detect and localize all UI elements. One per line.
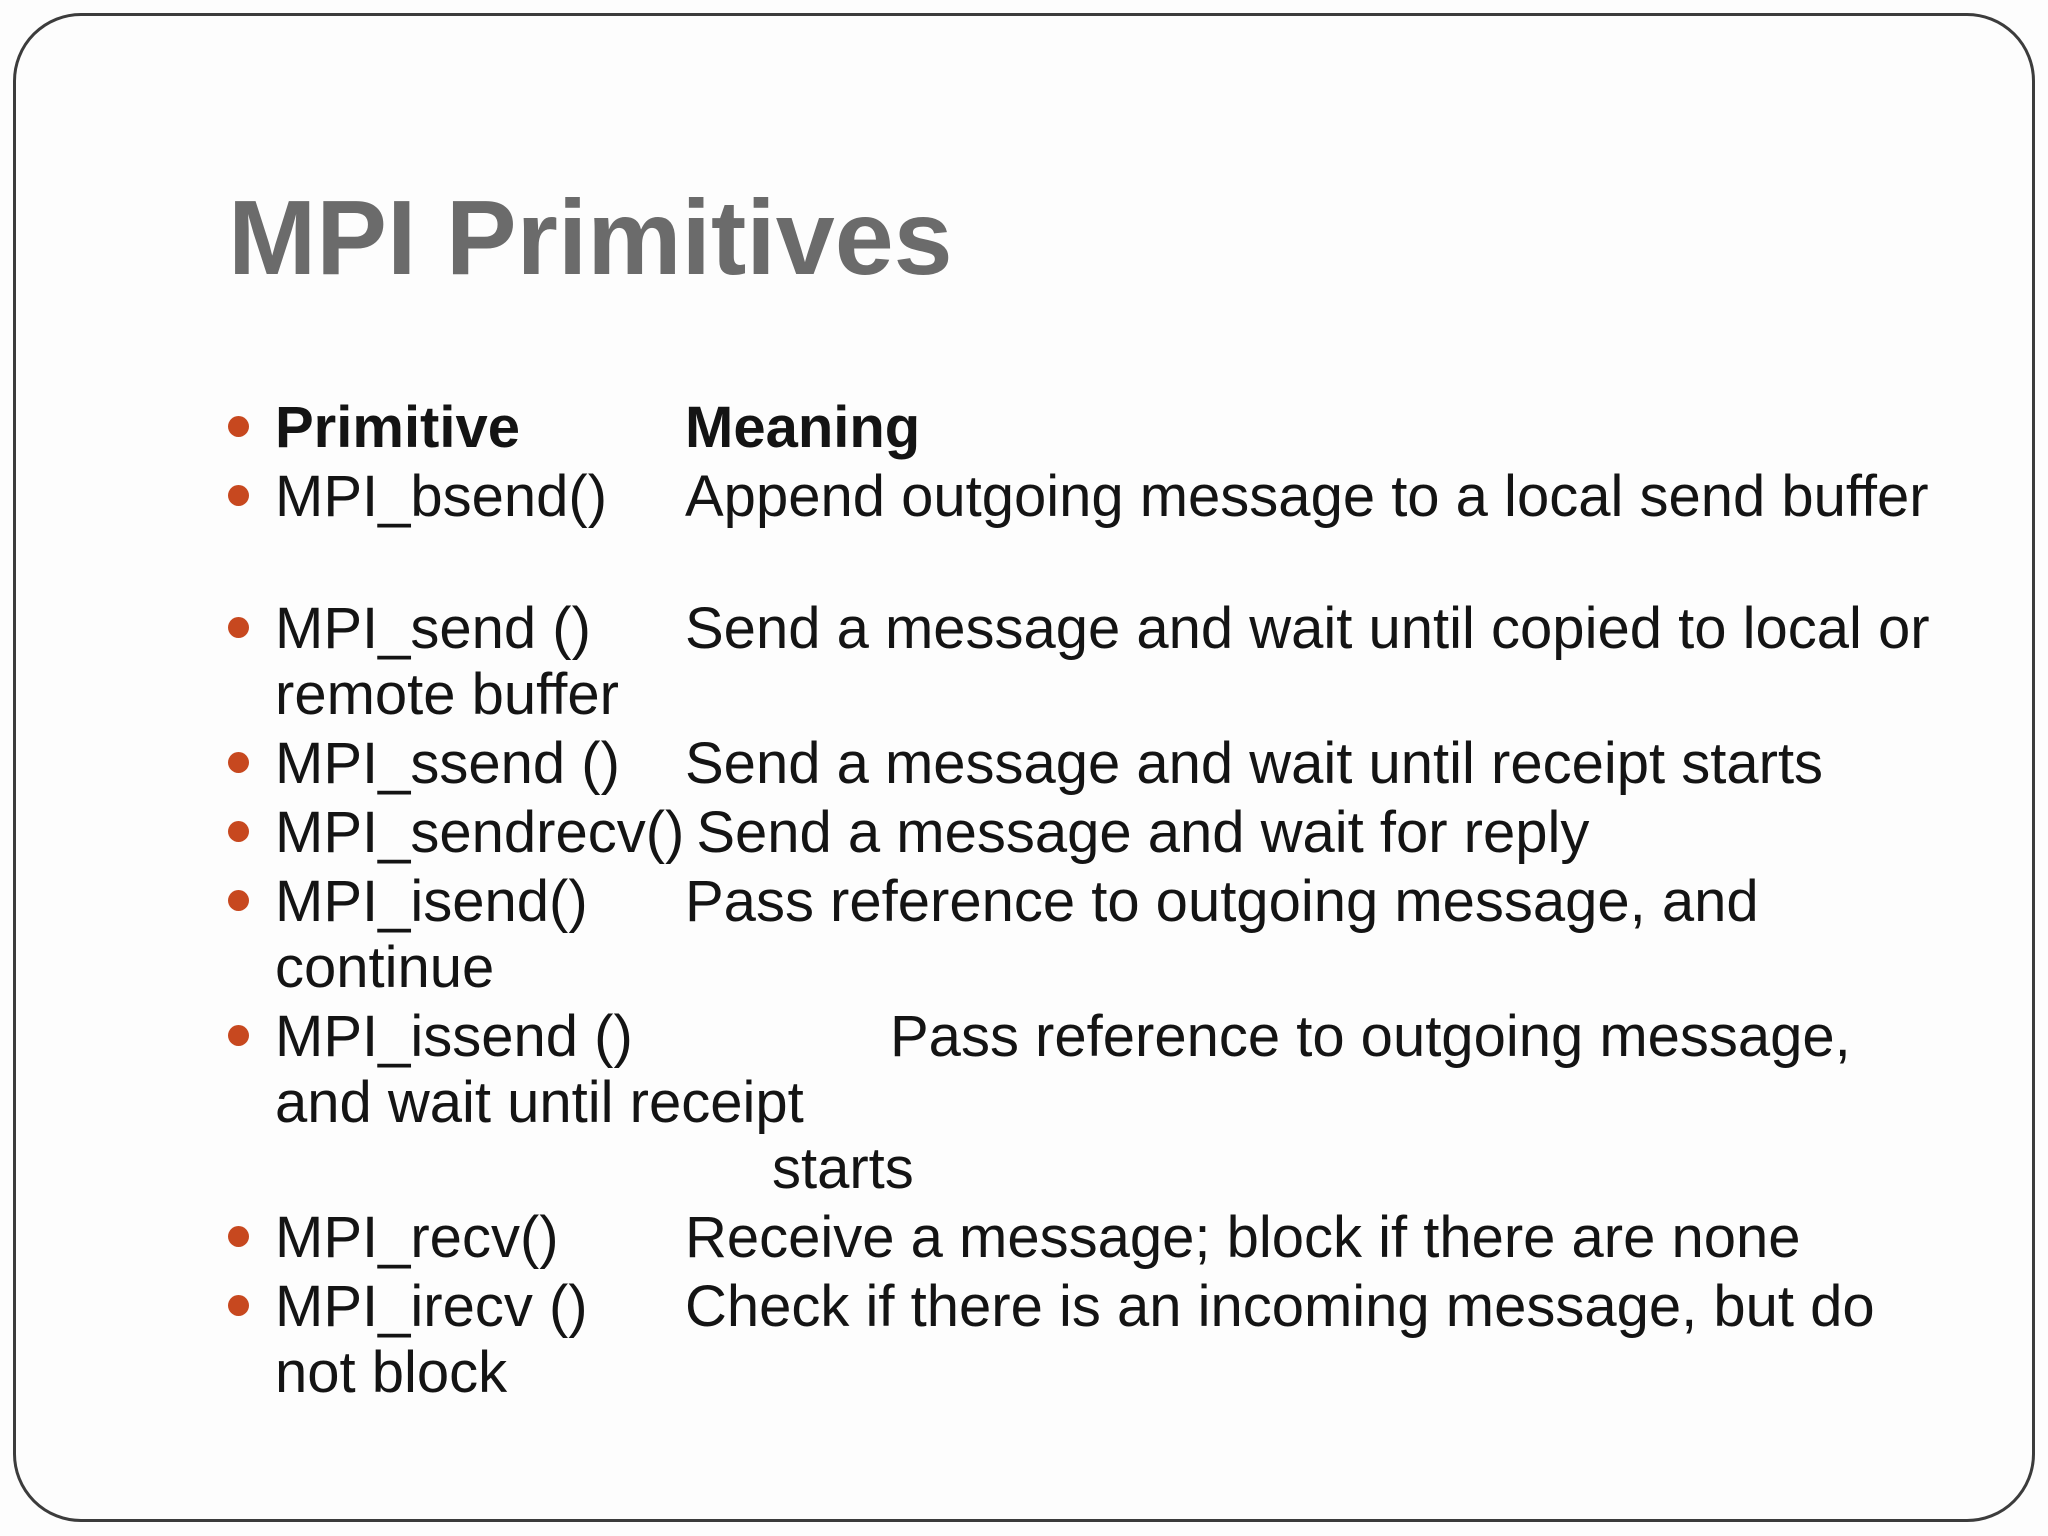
primitive-label: MPI_irecv (): [275, 1274, 588, 1339]
list-item: MPI_issend () Pass reference to outgoing …: [228, 1004, 1975, 1202]
continuation-line: continue: [275, 935, 495, 1000]
slide-border: [13, 13, 2035, 1522]
primitive-label: MPI_ssend (): [275, 731, 620, 796]
list-item: MPI_send () Send a message and wait until…: [228, 596, 1975, 728]
bullet-icon: [228, 1226, 249, 1247]
meaning-label: Pass reference to outgoing message,: [890, 1004, 1851, 1069]
list-item-header: Primitive Meaning: [228, 395, 1975, 461]
primitive-label: MPI_sendrecv(): [275, 800, 685, 865]
primitive-label: MPI_recv(): [275, 1205, 559, 1270]
primitive-label: MPI_isend(): [275, 869, 588, 934]
continuation-line: not block: [275, 1340, 508, 1405]
continuation-line-indented: starts: [772, 1136, 914, 1201]
meaning-column-header: Meaning: [685, 395, 921, 460]
continuation-line: and wait until receipt: [275, 1070, 804, 1135]
continuation-line: remote buffer: [275, 662, 619, 727]
bullet-icon: [228, 821, 249, 842]
meaning-label: Receive a message; block if there are no…: [685, 1205, 1801, 1270]
bullet-list: Primitive Meaning MPI_bsend() Append outgo…: [228, 395, 1975, 1406]
bullet-icon: [228, 416, 249, 437]
bullet-icon: [228, 752, 249, 773]
meaning-label: Check if there is an incoming message, b…: [685, 1274, 1875, 1339]
list-item: MPI_bsend() Append outgoing message to a …: [228, 464, 1975, 530]
meaning-label: Send a message and wait for reply: [696, 800, 1590, 865]
bullet-icon: [228, 617, 249, 638]
bullet-icon: [228, 485, 249, 506]
list-item: MPI_sendrecv()Send a message and wait fo…: [228, 800, 1975, 866]
meaning-label: Append outgoing message to a local send …: [685, 464, 1929, 529]
list-item: MPI_recv() Receive a message; block if th…: [228, 1205, 1975, 1271]
primitive-label: MPI_issend (): [275, 1004, 633, 1069]
meaning-label: Pass reference to outgoing message, and: [685, 869, 1759, 934]
bullet-icon: [228, 890, 249, 911]
meaning-label: Send a message and wait until copied to …: [685, 596, 1930, 661]
list-item: MPI_isend() Pass reference to outgoing me…: [228, 869, 1975, 1001]
meaning-label: Send a message and wait until receipt st…: [685, 731, 1824, 796]
primitive-label: MPI_send (): [275, 596, 591, 661]
slide-title: MPI Primitives: [228, 179, 953, 297]
bullet-icon: [228, 1295, 249, 1316]
primitive-column-header: Primitive: [275, 395, 520, 460]
bullet-icon: [228, 1025, 249, 1046]
list-item: MPI_irecv () Check if there is an incomin…: [228, 1274, 1975, 1406]
primitive-label: MPI_bsend(): [275, 464, 608, 529]
list-item: MPI_ssend () Send a message and wait unti…: [228, 731, 1975, 797]
